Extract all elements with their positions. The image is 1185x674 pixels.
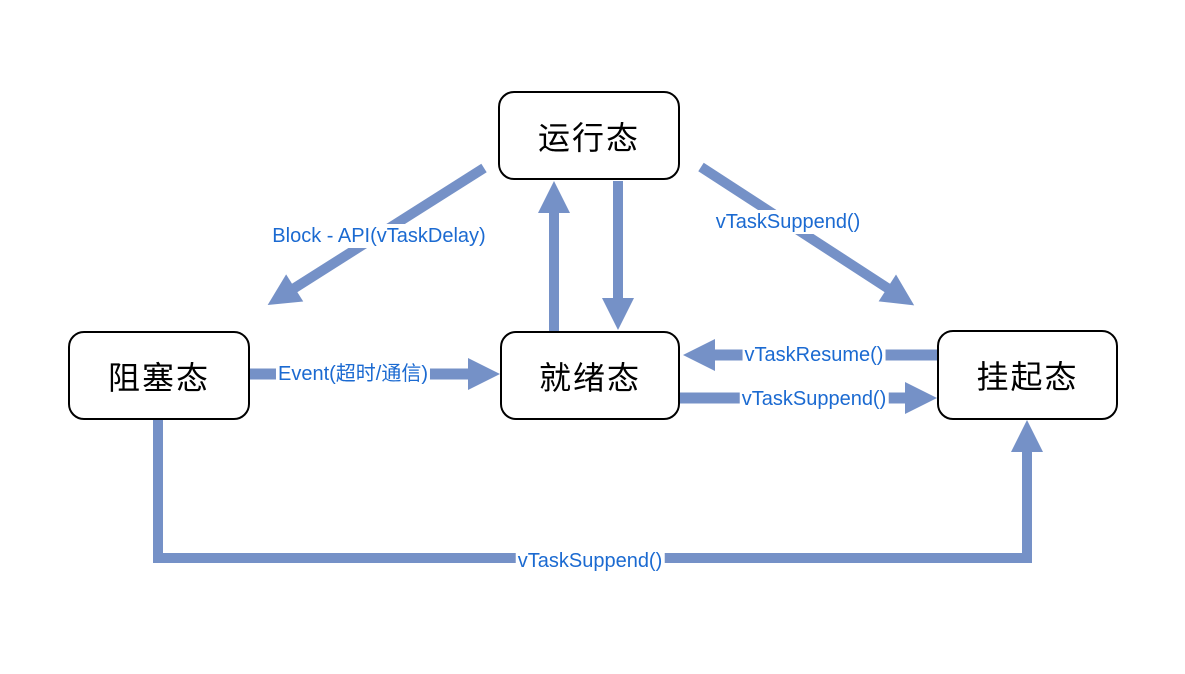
edge-label-event: Event(超时/通信)	[275, 362, 431, 386]
node-suspended: 挂起态	[937, 330, 1118, 420]
arrow-blocked-to-suspended	[153, 420, 1043, 563]
node-running: 运行态	[498, 91, 680, 180]
node-ready-label: 就绪态	[538, 359, 641, 396]
node-suspended-label: 挂起态	[976, 359, 1079, 395]
node-blocked-label: 阻塞态	[107, 359, 210, 396]
node-ready: 就绪态	[500, 331, 680, 420]
edge-label-vtasksuppend-blocked-suspended: vTaskSuppend()	[515, 549, 665, 573]
edge-label-vtaskresume: vTaskResume()	[742, 343, 886, 367]
edge-label-vtasksuppend-ready-suspended: vTaskSuppend()	[739, 387, 889, 411]
edge-label-block-api: Block - API(vTaskDelay)	[270, 224, 488, 248]
node-running-label: 运行态	[537, 119, 640, 156]
node-blocked: 阻塞态	[68, 331, 250, 420]
edge-label-vtasksuppend-running-suspended: vTaskSuppend()	[713, 210, 863, 234]
